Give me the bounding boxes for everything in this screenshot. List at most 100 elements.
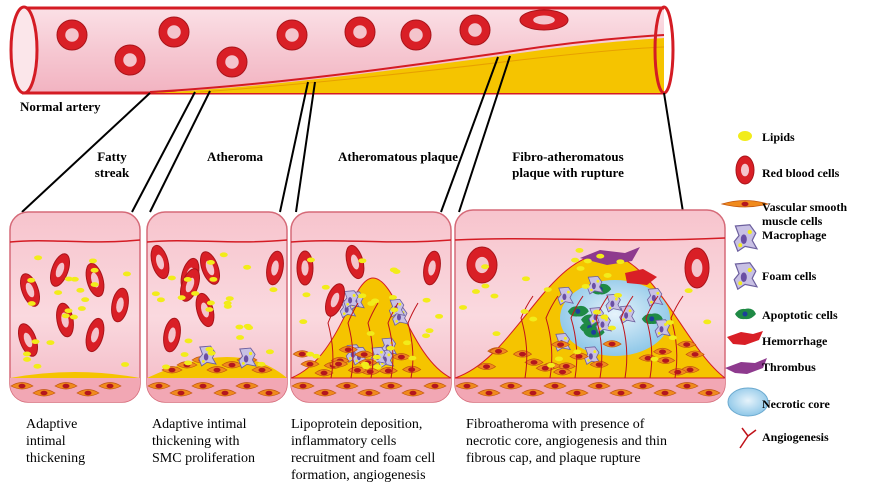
- lipid-droplet: [555, 356, 563, 361]
- lipid-droplet: [27, 278, 35, 283]
- lipid-droplet: [257, 362, 265, 367]
- lipid-droplet: [312, 354, 320, 359]
- red-blood-cell: [345, 17, 375, 47]
- lipid-droplet: [184, 277, 192, 282]
- red-blood-cell: [467, 247, 497, 283]
- lipid-droplet: [435, 314, 443, 319]
- lipid-droplet: [373, 364, 381, 369]
- lipid-droplet: [266, 349, 274, 354]
- stage-title-fatty-streak: Fatty streak: [72, 149, 152, 181]
- stage-caption-fatty-streak: Adaptive intimal thickening: [26, 416, 146, 467]
- lipid-droplet: [596, 254, 604, 259]
- lipid-droplet: [236, 335, 244, 340]
- panel-atheroma: [147, 212, 287, 402]
- lipid-droplet: [522, 276, 530, 281]
- lipid-droplet: [91, 282, 99, 287]
- normal-artery-label: Normal artery: [20, 99, 101, 115]
- lipid-droplet: [65, 277, 73, 282]
- lipid-droplet: [78, 306, 86, 311]
- lipid-droplet: [243, 265, 251, 270]
- lipid-droplet: [582, 284, 590, 289]
- lipid-droplet: [481, 264, 489, 269]
- lipid-droplet: [191, 291, 199, 296]
- stage-title-atheromatous-plaque: Atheromatous plaque: [313, 149, 483, 165]
- lipid-droplet: [28, 301, 36, 306]
- normal-artery-tube: [11, 7, 673, 93]
- lipid-droplet: [23, 357, 31, 362]
- media-band: [10, 378, 140, 402]
- lipid-droplet: [571, 258, 579, 263]
- panel-atheromatous-plaque: [291, 212, 451, 402]
- red-blood-cell: [277, 20, 307, 50]
- lipid-droplet: [459, 305, 467, 310]
- lipid-droplet: [34, 255, 42, 260]
- foam-cell: [734, 225, 757, 251]
- lipid-droplet: [367, 301, 375, 306]
- lipid-droplet: [181, 352, 189, 357]
- stage-caption-fibro-atheromatous: Fibroatheroma with presence of necrotic …: [466, 416, 706, 467]
- lipid-droplet: [577, 266, 585, 271]
- lipid-droplet: [70, 315, 78, 320]
- lipid-droplet: [32, 339, 40, 344]
- red-blood-cell: [520, 10, 568, 30]
- legend-label-macrophage: Macrophage: [762, 228, 826, 242]
- lipid-droplet: [33, 364, 41, 369]
- lipid-droplet: [307, 258, 315, 263]
- angiogenesis-icon: [740, 428, 756, 448]
- lipid-droplet: [472, 289, 480, 294]
- lipid-icon: [738, 131, 752, 141]
- lipid-droplet: [575, 248, 583, 253]
- lipid-droplet: [650, 357, 658, 362]
- stage-title-fibro-atheromatous: Fibro-atheromatous plaque with rupture: [483, 149, 653, 181]
- lipid-droplet: [207, 301, 215, 306]
- lipid-droplet: [76, 288, 84, 293]
- legend-label-foam-cells: Foam cells: [762, 269, 816, 283]
- stage-caption-atheromatous-plaque: Lipoprotein deposition, inflammatory cel…: [291, 416, 456, 484]
- apoptotic-cell: [735, 309, 756, 320]
- red-blood-cell: [159, 17, 189, 47]
- lipid-droplet: [62, 313, 70, 318]
- stage-title-atheroma: Atheroma: [190, 149, 280, 165]
- stage-panels: [10, 210, 725, 402]
- lipid-droplet: [205, 307, 213, 312]
- lipid-droplet: [666, 320, 674, 325]
- lipid-droplet: [614, 293, 622, 298]
- lipid-droplet: [184, 361, 192, 366]
- lipid-droplet: [392, 269, 400, 274]
- lipid-droplet: [178, 295, 186, 300]
- lipid-droplet: [168, 276, 176, 281]
- lipid-droplet: [207, 260, 215, 265]
- lipid-droplet: [408, 356, 416, 361]
- lipid-droplet: [481, 284, 489, 289]
- lipid-droplet: [299, 319, 307, 324]
- red-blood-cell: [736, 156, 754, 184]
- media-band: [455, 378, 725, 402]
- lipid-droplet: [220, 252, 228, 257]
- lipid-droplet: [685, 288, 693, 293]
- thrombus-icon: [725, 358, 767, 374]
- red-blood-cell: [57, 20, 87, 50]
- lipid-droplet: [373, 355, 381, 360]
- lipid-droplet: [389, 295, 397, 300]
- lipid-droplet: [544, 287, 552, 292]
- lipid-droplet: [600, 315, 608, 320]
- lipid-droplet: [529, 317, 537, 322]
- lipid-droplet: [604, 273, 612, 278]
- lipid-droplet: [123, 272, 131, 277]
- lipid-droplet: [367, 331, 375, 336]
- legend-label-hemorrhage: Hemorrhage: [762, 334, 827, 348]
- lipid-droplet: [81, 297, 89, 302]
- lipid-droplet: [89, 258, 97, 263]
- lipid-droplet: [302, 292, 310, 297]
- lipid-droplet: [358, 293, 366, 298]
- panel-fatty-streak: [10, 212, 140, 402]
- lipid-droplet: [121, 362, 129, 367]
- lipid-droplet: [703, 319, 711, 324]
- lipid-droplet: [490, 294, 498, 299]
- lipid-droplet: [492, 331, 500, 336]
- lipid-droplet: [403, 340, 411, 345]
- lipid-droplet: [547, 363, 555, 368]
- lipid-droplet: [426, 328, 434, 333]
- panel-fibro-atheromatous: [455, 210, 725, 402]
- lipid-droplet: [209, 277, 217, 282]
